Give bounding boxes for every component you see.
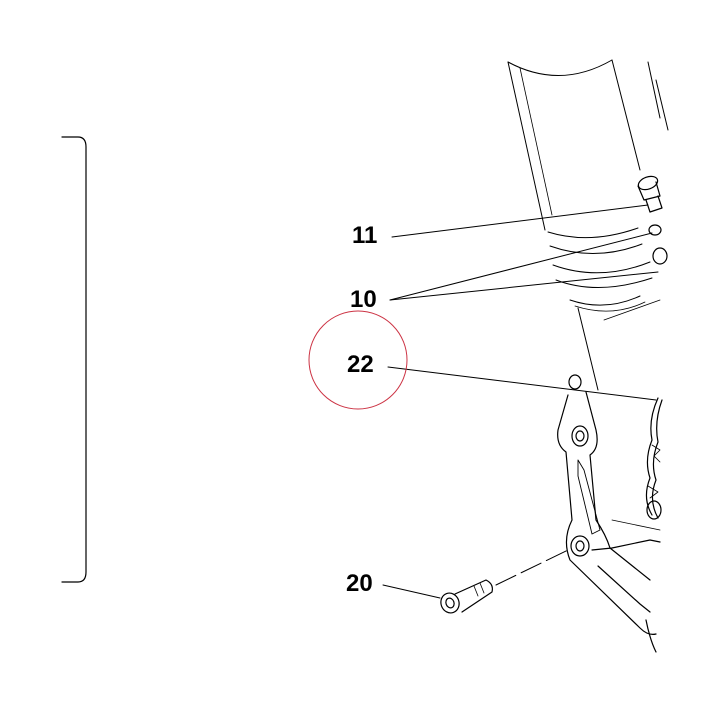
washer-10	[648, 224, 668, 265]
bolt-20	[440, 579, 493, 614]
leader-22	[387, 366, 657, 401]
group-bracket	[61, 136, 87, 583]
leader-10a	[389, 232, 653, 301]
callout-11: 11	[352, 222, 378, 249]
leader-20	[382, 584, 441, 599]
leader-11	[391, 204, 649, 238]
callout-10: 10	[350, 286, 377, 313]
leader-lines	[382, 204, 659, 599]
leader-10b	[389, 271, 659, 301]
callout-20: 20	[346, 570, 373, 597]
callout-22: 22	[347, 351, 374, 378]
bolt-11	[637, 175, 663, 213]
fork-tube	[507, 59, 669, 391]
highlight-circle	[308, 310, 408, 410]
leader-20-dash	[495, 549, 569, 586]
fork-lower-bracket	[557, 299, 661, 653]
caliper-22	[645, 397, 663, 520]
